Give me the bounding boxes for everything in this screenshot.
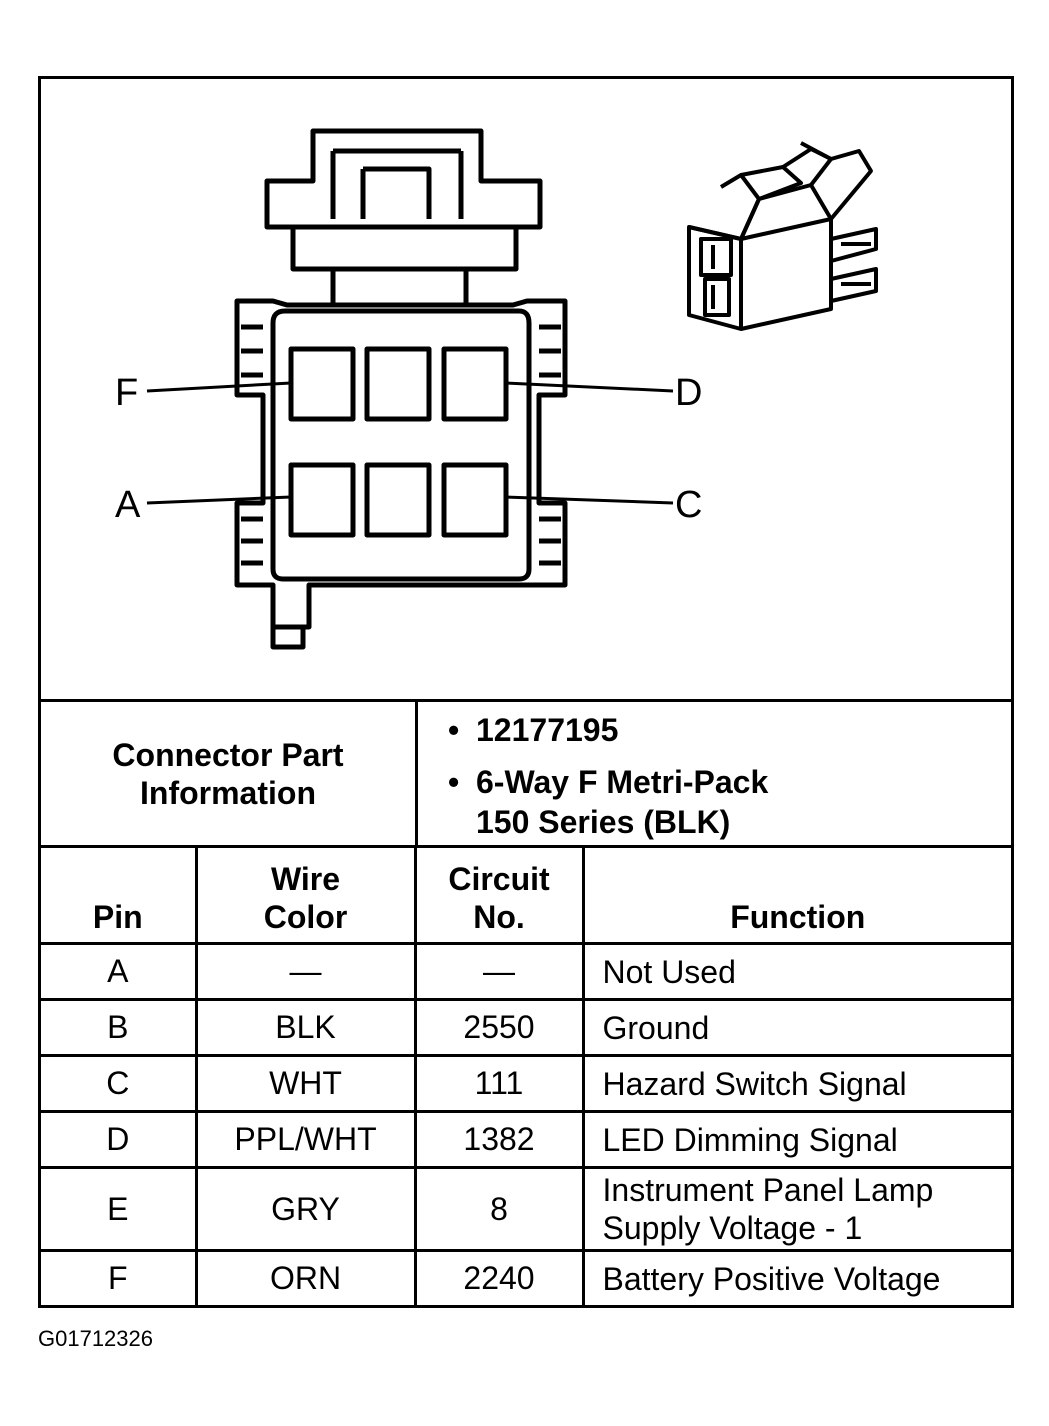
cavity-a bbox=[288, 462, 356, 538]
bullet-icon: • bbox=[448, 712, 460, 748]
wire-color-cell: ORN bbox=[194, 1249, 417, 1305]
pin-cell: D bbox=[41, 1110, 198, 1169]
pin-cell: F bbox=[41, 1249, 198, 1305]
wire-color-cell: PPL/WHT bbox=[194, 1110, 417, 1169]
wire-color-cell: BLK bbox=[194, 998, 417, 1057]
circuit-cell: 8 bbox=[413, 1166, 585, 1252]
connector-part-information: Connector Part Information • 12177195 • … bbox=[41, 699, 1011, 848]
cavity-f bbox=[288, 346, 356, 422]
connector-description-line2: 150 Series (BLK) bbox=[476, 804, 731, 840]
pin-cell: E bbox=[41, 1166, 198, 1252]
table-row: F ORN 2240 Battery Positive Voltage bbox=[41, 1249, 1011, 1305]
pin-label-a: A bbox=[115, 484, 141, 526]
function-cell: Battery Positive Voltage bbox=[581, 1249, 1011, 1305]
bullet-icon: • bbox=[448, 764, 460, 800]
pin-cell: C bbox=[41, 1054, 198, 1113]
circuit-cell: 111 bbox=[413, 1054, 585, 1113]
part-number-item: • 12177195 bbox=[448, 712, 619, 749]
connector-info-heading-line2: Information bbox=[140, 774, 316, 811]
circuit-cell: 1382 bbox=[413, 1110, 585, 1169]
header-function: Function bbox=[581, 845, 1011, 945]
connector-isometric-view bbox=[687, 141, 878, 331]
wire-color-cell: — bbox=[194, 942, 417, 1001]
table-row: D PPL/WHT 1382 LED Dimming Signal bbox=[41, 1110, 1011, 1169]
connector-info-heading: Connector Part Information bbox=[41, 702, 418, 845]
function-line1: Instrument Panel Lamp bbox=[602, 1172, 934, 1208]
table-row: E GRY 8 Instrument Panel Lamp Supply Vol… bbox=[41, 1166, 1011, 1252]
connector-body bbox=[234, 298, 568, 630]
pin-label-c: C bbox=[675, 484, 702, 526]
figure-frame: F D A C Connector Part Information bbox=[38, 76, 1014, 1308]
connector-description-item: • 6-Way F Metri-Pack 150 Series (BLK) bbox=[448, 762, 769, 842]
header-circuit-no: Circuit No. bbox=[413, 845, 585, 945]
function-cell: Hazard Switch Signal bbox=[581, 1054, 1011, 1113]
circuit-cell: 2550 bbox=[413, 998, 585, 1057]
pin-cell: B bbox=[41, 998, 198, 1057]
pin-label-d: D bbox=[675, 372, 702, 414]
table-row: A — — Not Used bbox=[41, 942, 1011, 1001]
table-row: B BLK 2550 Ground bbox=[41, 998, 1011, 1057]
wire-color-cell: GRY bbox=[194, 1166, 417, 1252]
function-line2: Supply Voltage - 1 bbox=[602, 1210, 863, 1246]
connector-description-line1: 6-Way F Metri-Pack bbox=[476, 764, 769, 800]
pin-cell: A bbox=[41, 942, 198, 1001]
cavity-b bbox=[364, 462, 432, 538]
connector-info-details: • 12177195 • 6-Way F Metri-Pack 150 Seri… bbox=[418, 702, 1011, 845]
header-wire-color: Wire Color bbox=[194, 845, 417, 945]
pin-table-header: Pin Wire Color Circuit No. Function bbox=[41, 845, 1011, 945]
circuit-cell: — bbox=[413, 942, 585, 1001]
connector-info-heading-line1: Connector Part bbox=[112, 736, 344, 773]
cavity-d bbox=[441, 346, 509, 422]
function-cell: Ground bbox=[581, 998, 1011, 1057]
function-cell: Instrument Panel Lamp Supply Voltage - 1 bbox=[581, 1166, 1011, 1252]
connector-latch bbox=[264, 128, 543, 230]
connector-diagram: F D A C bbox=[115, 128, 878, 650]
pin-table: Pin Wire Color Circuit No. Function A — … bbox=[41, 845, 1011, 1305]
function-cell: Not Used bbox=[581, 942, 1011, 1001]
cavity-e bbox=[364, 346, 432, 422]
table-row: C WHT 111 Hazard Switch Signal bbox=[41, 1054, 1011, 1113]
figure-code: G01712326 bbox=[38, 1326, 153, 1351]
cavity-c bbox=[441, 462, 509, 538]
wire-color-cell: WHT bbox=[194, 1054, 417, 1113]
part-number: 12177195 bbox=[476, 712, 619, 748]
pin-label-f: F bbox=[115, 372, 138, 414]
function-cell: LED Dimming Signal bbox=[581, 1110, 1011, 1169]
circuit-cell: 2240 bbox=[413, 1249, 585, 1305]
header-pin: Pin bbox=[41, 845, 198, 945]
